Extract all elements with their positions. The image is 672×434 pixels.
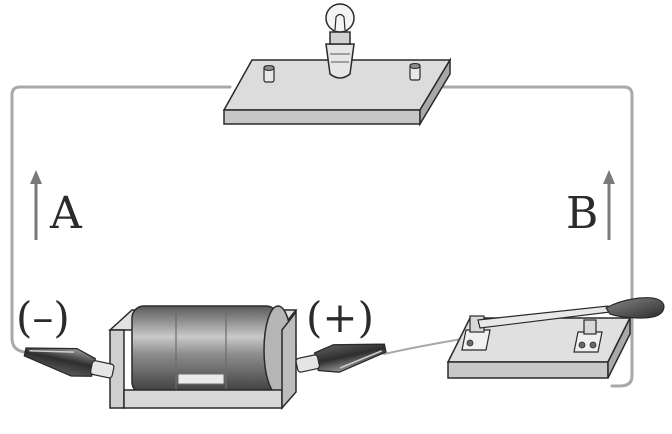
arrow-a-icon: [30, 170, 42, 240]
arrow-b-icon: [603, 170, 615, 240]
bulb-socket: [325, 43, 355, 79]
bulb-glass: [325, 3, 355, 33]
switch-handle: [605, 297, 665, 319]
switch-base-side: [607, 317, 631, 379]
knife-switch-icon: [446, 297, 665, 379]
bulb-filament: [334, 13, 346, 31]
right-wire: [424, 85, 634, 388]
terminal-post-left: [263, 65, 275, 83]
board-front: [223, 109, 421, 125]
wires: [10, 85, 634, 388]
bulb-board: [222, 57, 452, 127]
board-side: [419, 57, 451, 127]
label-a: A: [49, 188, 83, 239]
switch-contact: [573, 319, 603, 353]
alligator-clip-icon: [23, 343, 387, 379]
clip-left: [23, 347, 115, 379]
light-bulb-icon: [325, 3, 355, 79]
clip-right: [295, 343, 387, 373]
label-b: B: [566, 188, 598, 239]
label-negative: (–): [16, 293, 70, 342]
battery-icon: [108, 305, 298, 410]
left-wire: [10, 85, 232, 354]
switch-base-front: [447, 361, 609, 379]
terminal-post-right: [409, 63, 421, 81]
battery-to-switch-wire: [383, 338, 463, 355]
label-positive: (+): [306, 293, 374, 342]
bulb-base: [329, 31, 351, 45]
